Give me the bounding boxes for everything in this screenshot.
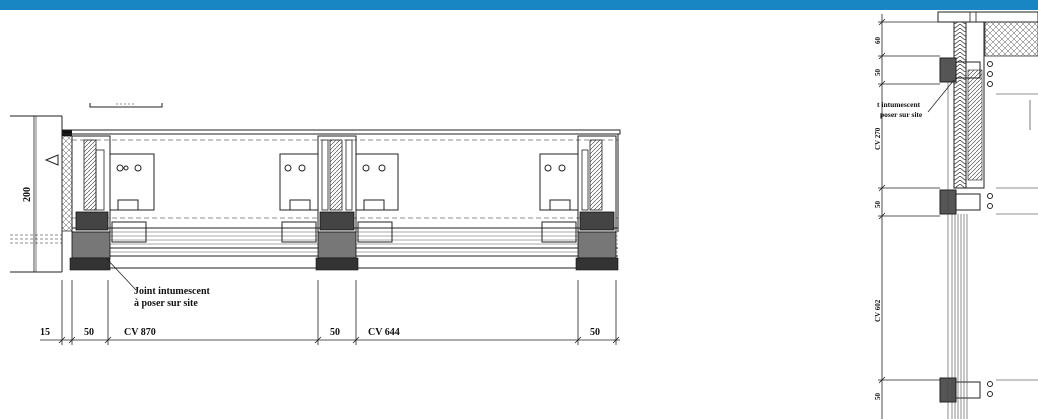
dim-60: 60: [874, 37, 882, 45]
dim-50-bottom: 50: [874, 393, 882, 401]
annotation-line-2: à poser sur site: [134, 298, 198, 309]
mullion-3: [575, 135, 619, 271]
header-band: [0, 0, 1038, 10]
mullion-2: [315, 135, 359, 271]
section-annotation-line-1: t intumescent: [877, 100, 921, 109]
dim-50-b: 50: [330, 327, 340, 338]
dim-50-top: 50: [874, 69, 882, 77]
dim-15: 15: [40, 327, 50, 338]
brackets: [109, 153, 579, 243]
annotation-line-1: Joint intumescent: [134, 286, 211, 297]
dim-cv-644: CV 644: [368, 327, 400, 338]
section-dimension-line: [878, 14, 950, 419]
dim-cv-270: CV 270: [874, 127, 882, 150]
dim-50-c: 50: [590, 327, 600, 338]
dim-50-a: 50: [84, 327, 94, 338]
dim-cv-602: CV 602: [874, 299, 882, 322]
dim-cv-870: CV 870: [124, 327, 156, 338]
dim-height-label: 200: [22, 187, 33, 202]
plan-dimension-line: [40, 280, 620, 345]
section-view: t intumescent poser sur site 60 50 CV 27…: [874, 11, 1038, 419]
dim-50-mid: 50: [874, 201, 882, 209]
plan-view: 200 Joint intumescent à poser sur site 1…: [10, 103, 621, 345]
section-glazing: [947, 82, 968, 419]
section-annotation-line-2: poser sur site: [880, 110, 923, 119]
wall-section: [10, 115, 73, 273]
mullion-1: [69, 135, 111, 271]
